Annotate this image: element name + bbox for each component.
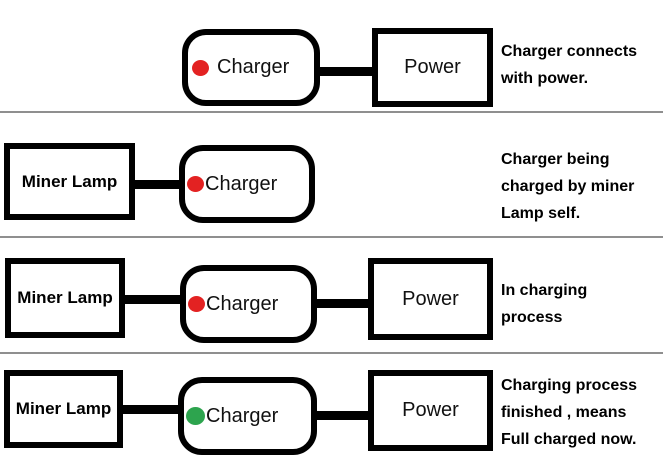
- caption-line: Charging process: [501, 377, 638, 394]
- caption-line: process: [501, 309, 563, 326]
- caption-row-4: Charging process finished , means Full c…: [501, 372, 637, 453]
- caption-line: charged by miner: [501, 178, 635, 195]
- charger-status-led: [187, 176, 204, 192]
- miner-lamp-label: Miner Lamp: [15, 399, 112, 418]
- connector-charger-power: [313, 299, 372, 308]
- charger-status-led: [192, 59, 209, 76]
- caption-line: Lamp self.: [501, 205, 581, 222]
- row-separator: [0, 352, 663, 354]
- row-separator: [0, 111, 663, 113]
- charger-status-led: [186, 407, 205, 425]
- caption-line: Full charged now.: [501, 431, 637, 448]
- caption-row-2: Charger being charged by miner Lamp self…: [501, 146, 634, 227]
- miner-lamp-box: Miner Lamp: [5, 258, 125, 338]
- connector-charger-power: [314, 67, 378, 76]
- connector-lamp-charger: [131, 180, 183, 189]
- connector-lamp-charger: [119, 405, 182, 414]
- charger-label: Charger: [205, 172, 278, 195]
- power-box: Power: [372, 28, 493, 107]
- connector-lamp-charger: [121, 295, 184, 304]
- caption-line: Charger being: [501, 151, 610, 168]
- power-label: Power: [404, 56, 461, 78]
- power-box: Power: [368, 370, 493, 451]
- connector-charger-power: [313, 411, 372, 420]
- caption-row-3: In charging process: [501, 277, 587, 331]
- charger-status-led: [188, 296, 205, 312]
- power-box: Power: [368, 258, 493, 340]
- charger-box: Charger: [182, 29, 320, 106]
- caption-row-1: Charger connects with power.: [501, 38, 637, 92]
- row-separator: [0, 236, 663, 238]
- miner-lamp-label: Miner Lamp: [17, 288, 113, 307]
- caption-line: finished , means: [501, 404, 627, 421]
- caption-line: In charging: [501, 282, 588, 299]
- charger-label: Charger: [206, 292, 279, 315]
- miner-lamp-box: Miner Lamp: [4, 370, 123, 448]
- charger-label: Charger: [206, 404, 279, 427]
- caption-line: with power.: [501, 70, 589, 87]
- power-label: Power: [402, 287, 459, 310]
- power-label: Power: [402, 399, 459, 421]
- miner-lamp-label: Miner Lamp: [21, 171, 118, 191]
- charger-box: Charger: [180, 265, 317, 343]
- charger-box: Charger: [179, 145, 315, 223]
- charger-label: Charger: [217, 56, 290, 78]
- caption-line: Charger connects: [501, 43, 638, 60]
- charger-box: Charger: [178, 377, 317, 455]
- miner-lamp-box: Miner Lamp: [4, 143, 135, 220]
